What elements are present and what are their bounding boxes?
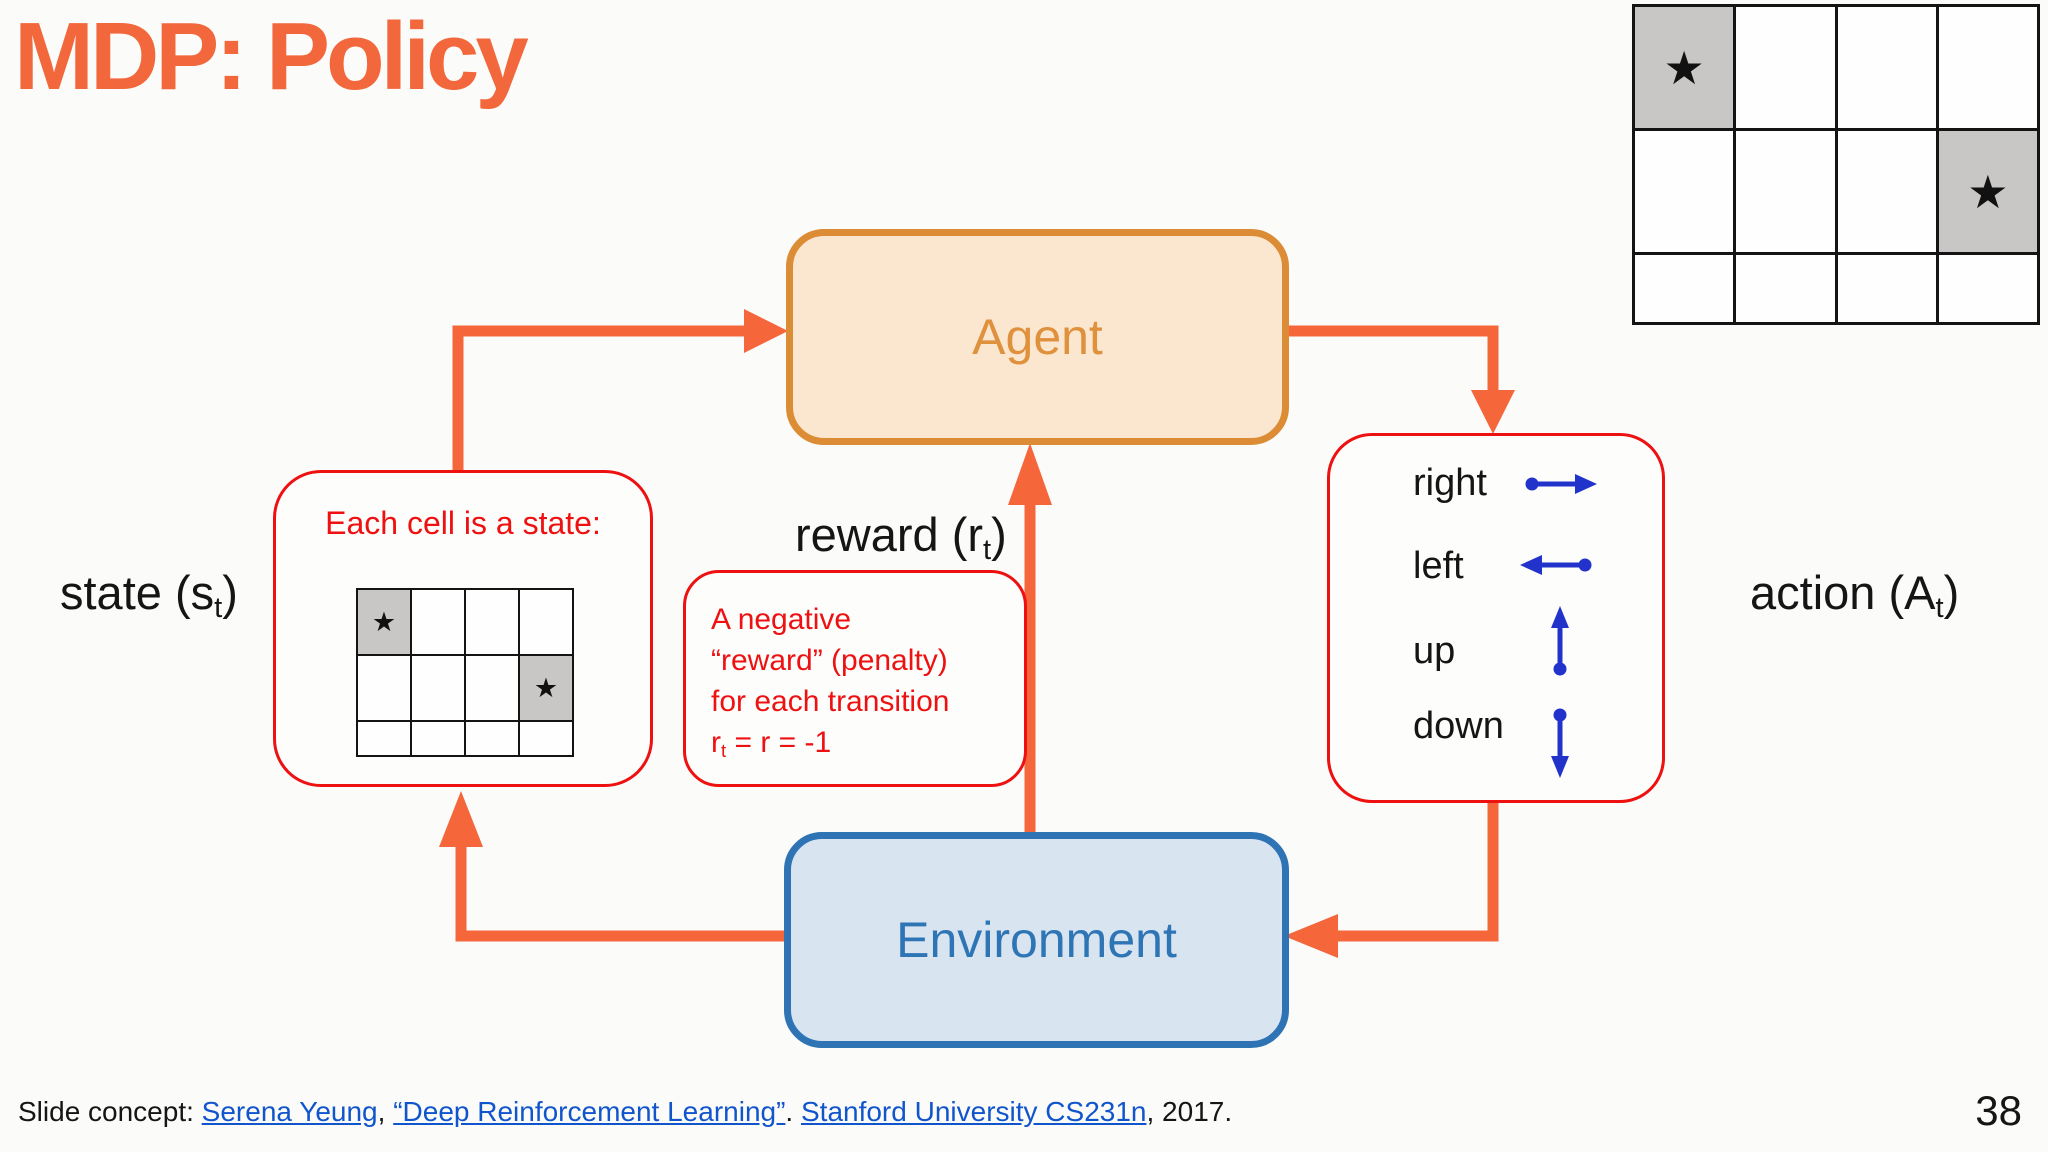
link-deep-rl[interactable]: “Deep Reinforcement Learning” (393, 1096, 786, 1127)
grid-cell (1938, 255, 2037, 322)
environment-box: Environment (784, 832, 1289, 1048)
gridworld-state: ★★ (356, 588, 574, 757)
reward-note-line: “reward” (penalty) (711, 644, 948, 677)
star-cell: ★ (1938, 131, 2037, 252)
grid-cell (1635, 131, 1734, 252)
grid-cell (1837, 7, 1936, 128)
grid-cell (466, 656, 518, 720)
link-serena-yeung[interactable]: Serena Yeung (201, 1096, 378, 1127)
state-callout-box: Each cell is a state: ★★ (273, 470, 653, 787)
state-label: state (st) (60, 566, 238, 625)
state-caption: Each cell is a state: (325, 505, 601, 541)
grid-cell (520, 722, 572, 755)
agent-to-action-arrow (1286, 325, 1515, 434)
state-to-agent-arrow (452, 309, 788, 470)
grid-cell (466, 590, 518, 654)
reward-note-line: for each transition (711, 685, 950, 718)
action-item-right: right (1413, 462, 1487, 504)
grid-cell (1837, 255, 1936, 322)
left-arrow-icon (1520, 555, 1592, 575)
environment-to-state-arrow (439, 791, 786, 942)
page-number: 38 (1975, 1087, 2022, 1134)
action-item-up: up (1413, 630, 1456, 672)
environment-label: Environment (896, 912, 1177, 968)
up-arrow-icon (1551, 606, 1569, 676)
reward-equation: rt = r = -1 (711, 726, 832, 762)
agent-label: Agent (972, 309, 1103, 365)
down-arrow-icon (1551, 708, 1569, 778)
gridworld-corner: ★★ (1632, 4, 2040, 325)
action-to-environment-arrow (1284, 803, 1499, 958)
grid-cell (466, 722, 518, 755)
grid-cell (1736, 255, 1835, 322)
grid-cell (1837, 131, 1936, 252)
star-cell: ★ (520, 656, 572, 720)
grid-cell (412, 590, 464, 654)
reward-label: reward (rt) (795, 508, 1007, 567)
reward-note-box: A negative “reward” (penalty) for each t… (683, 570, 1027, 787)
grid-cell (1635, 255, 1734, 322)
page-title: MDP: Policy (14, 3, 529, 110)
grid-cell (412, 722, 464, 755)
grid-cell (1938, 7, 2037, 128)
grid-cell (412, 656, 464, 720)
star-cell: ★ (1635, 7, 1734, 128)
grid-cell (1736, 7, 1835, 128)
action-box: right left up down (1327, 433, 1665, 803)
star-cell: ★ (358, 590, 410, 654)
agent-box: Agent (786, 229, 1289, 445)
grid-cell (520, 590, 572, 654)
reward-note-line: A negative (711, 603, 852, 636)
right-arrow-icon (1525, 474, 1597, 494)
attribution: Slide concept: Serena Yeung, “Deep Reinf… (18, 1096, 1233, 1127)
grid-cell (1736, 131, 1835, 252)
grid-cell (358, 656, 410, 720)
action-item-down: down (1413, 705, 1504, 747)
attribution-text: Slide concept: (18, 1096, 202, 1127)
action-label: action (At) (1750, 566, 1960, 625)
action-item-left: left (1413, 545, 1464, 587)
link-stanford-cs231n[interactable]: Stanford University CS231n (800, 1096, 1147, 1127)
grid-cell (358, 722, 410, 755)
